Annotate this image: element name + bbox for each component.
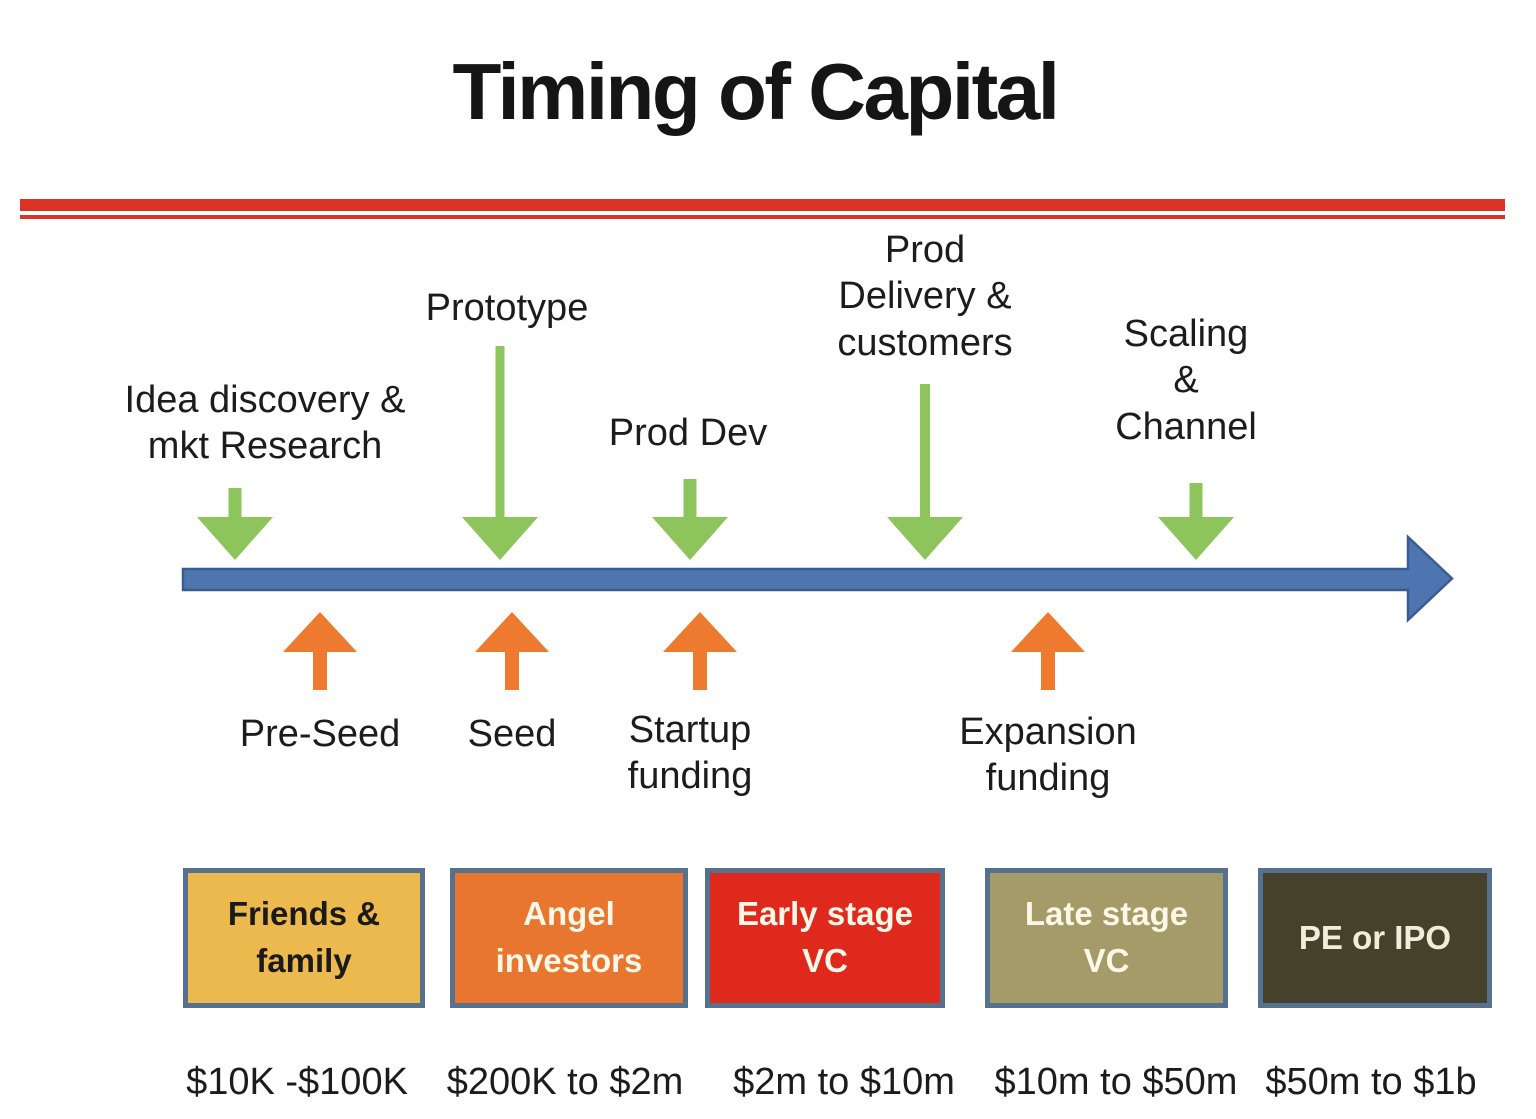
prod-delivery-arrow-down-icon [887,384,963,560]
funding-label-seed: Seed [467,713,557,755]
stage-label-early-stage-vc: Early stage VC [736,895,914,979]
range-label-pe-or-ipo: $50m to $1b [1265,1061,1477,1103]
stage-box-early-stage-vc: Early stage VC [705,868,945,1008]
milestone-label-scaling-channel: Scaling & Channel [1115,313,1257,448]
pre-seed-arrow-up-icon [283,612,357,690]
stage-box-late-stage-vc: Late stage VC [985,868,1228,1008]
startup-funding-arrow-up-icon [663,612,737,690]
funding-label-pre-seed: Pre-Seed [239,713,401,755]
milestone-label-prod-dev: Prod Dev [608,412,768,454]
seed-arrow-up-icon [475,612,549,690]
stage-label-friends-family: Friends & family [227,895,381,979]
stage-box-pe-or-ipo: PE or IPO [1258,868,1492,1008]
stage-label-late-stage-vc: Late stage VC [1024,895,1189,979]
range-label-early-stage-vc: $2m to $10m [733,1061,955,1103]
title-divider-thin-line [20,215,1505,219]
prod-dev-arrow-down-icon [652,479,728,560]
stage-label-angel-investors: Angel investors [495,895,643,979]
expansion-funding-arrow-up-icon [1011,612,1085,690]
milestone-label-idea-discovery: Idea discovery & mkt Research [124,379,406,468]
milestone-label-prototype: Prototype [425,287,589,329]
funding-label-expansion-funding: Expansion funding [959,711,1137,800]
prototype-arrow-down-icon [462,346,538,560]
title-divider-thick-line [20,199,1505,211]
range-label-late-stage-vc: $10m to $50m [994,1061,1238,1103]
range-label-angel-investors: $200K to $2m [446,1061,684,1103]
funding-label-startup-funding: Startup funding [627,709,753,798]
scaling-channel-arrow-down-icon [1158,483,1234,560]
milestone-label-prod-delivery: Prod Delivery & customers [837,229,1013,364]
stage-box-angel-investors: Angel investors [450,868,688,1008]
idea-discovery-arrow-down-icon [197,488,273,560]
timeline-arrow [181,534,1454,623]
range-label-friends-family: $10K -$100K [186,1061,408,1103]
stage-label-pe-or-ipo: PE or IPO [1298,918,1452,956]
stage-box-friends-family: Friends & family [183,868,425,1008]
page-title: Timing of Capital [452,47,1060,136]
